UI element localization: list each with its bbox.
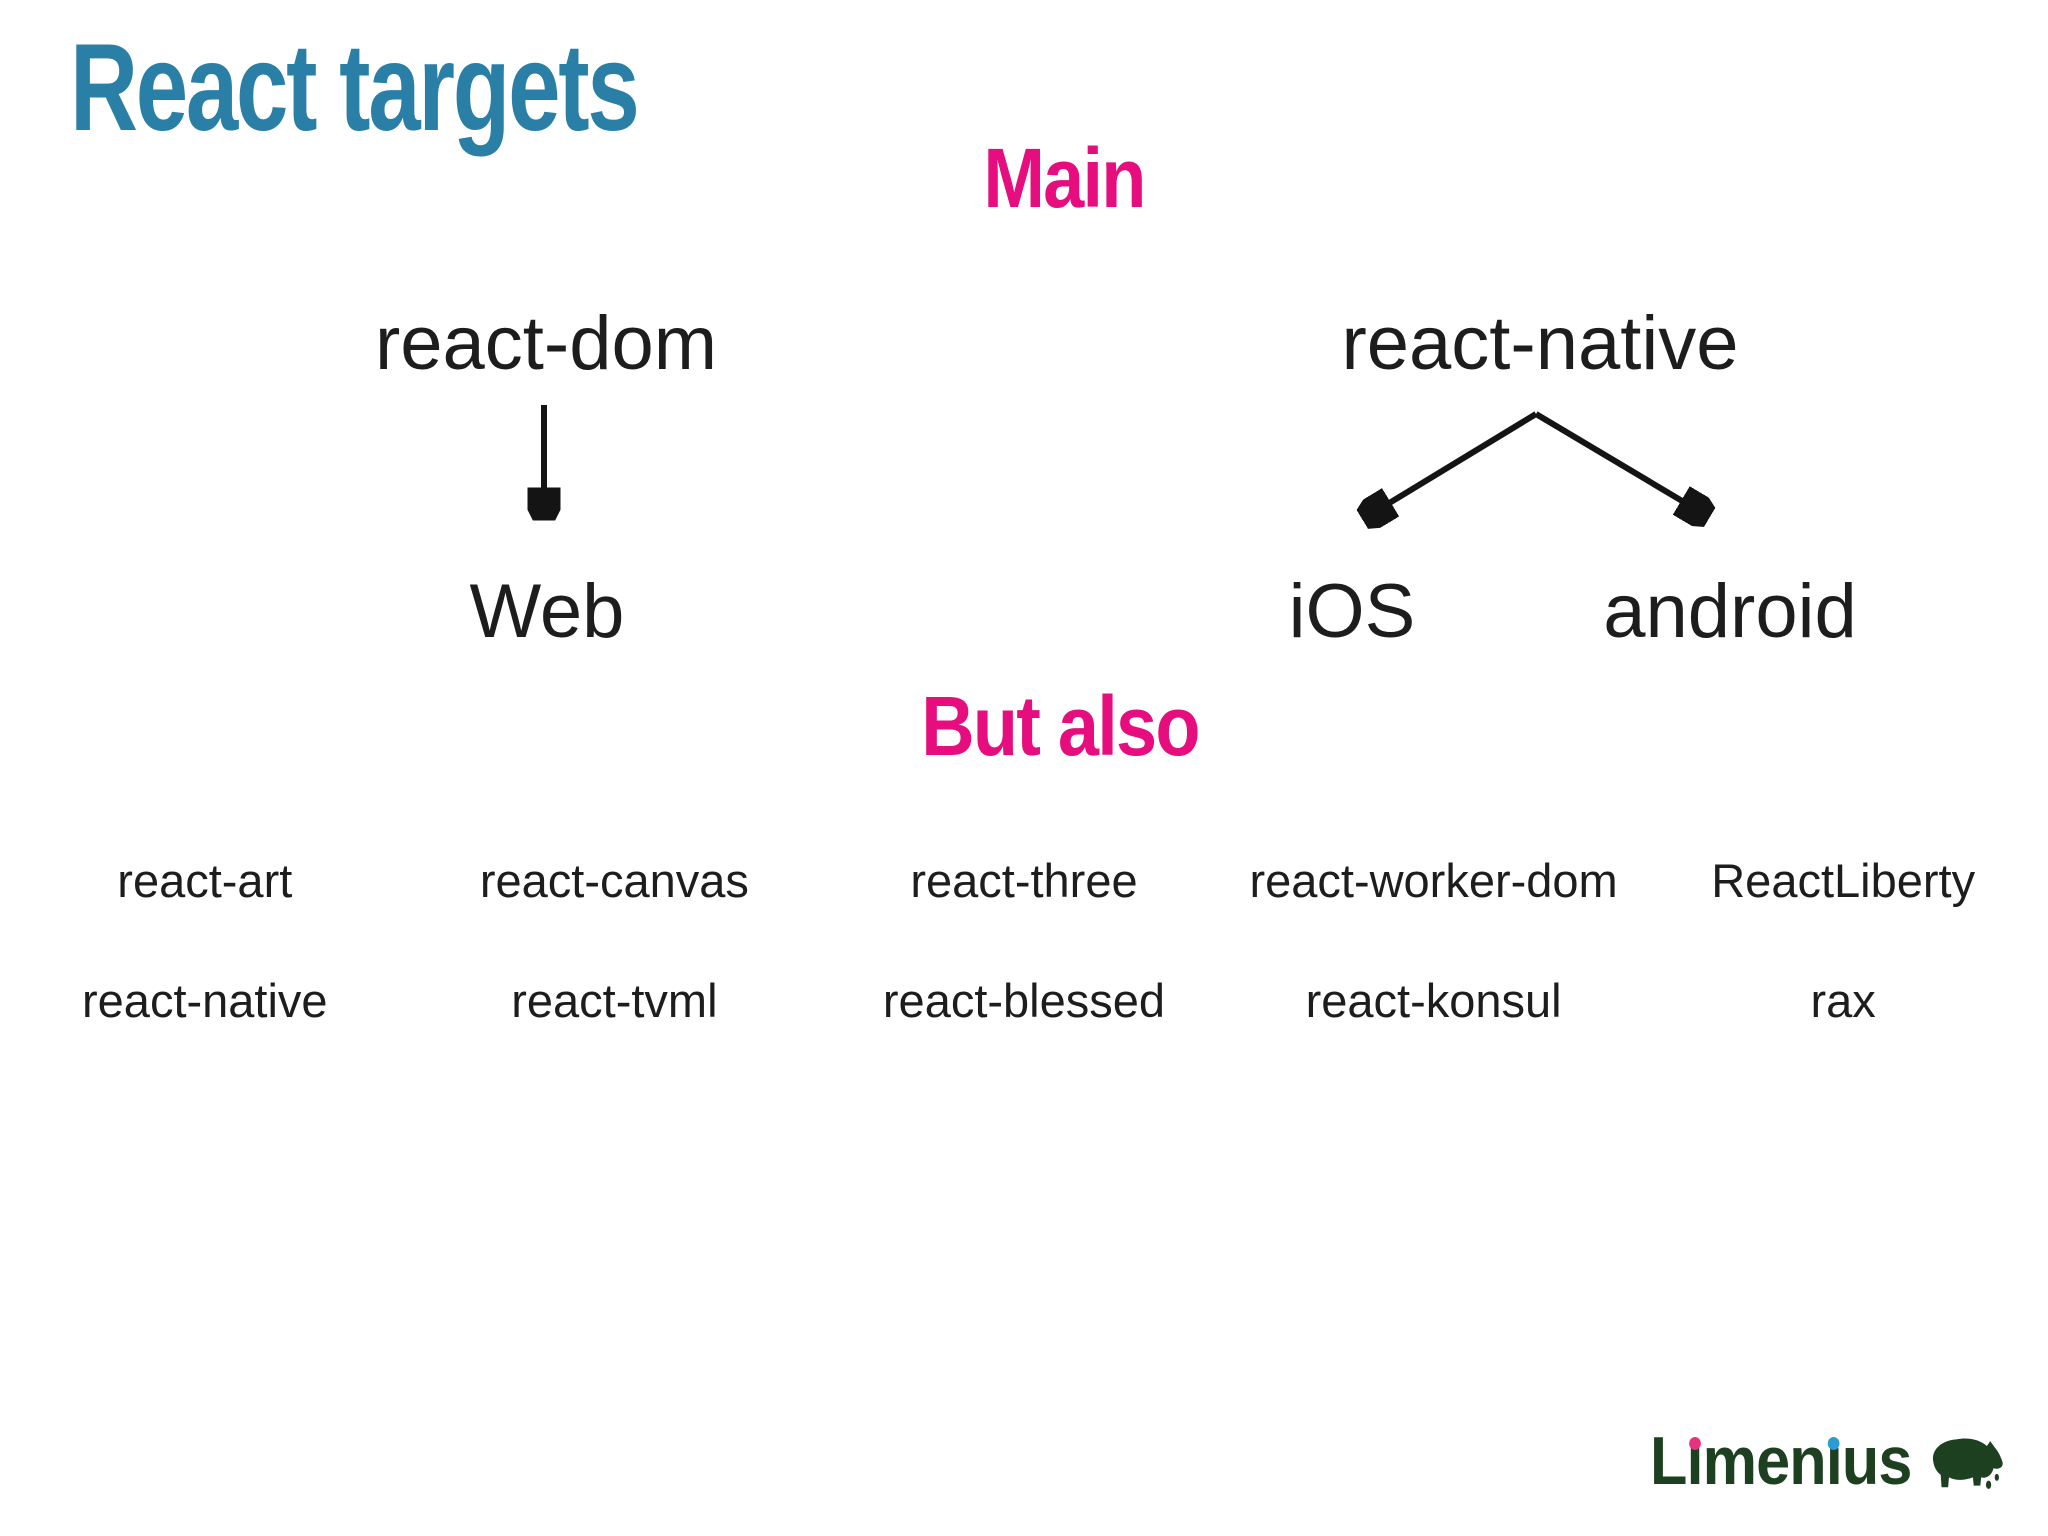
- boar-icon: [1932, 1438, 2003, 1489]
- but-also-section-label: But also: [921, 679, 1200, 773]
- logo-text-part: us: [1841, 1423, 1913, 1499]
- library-item: rax: [1810, 974, 1876, 1027]
- logo-i-pink: ı: [1686, 1423, 1703, 1499]
- library-grid-row-2: react-native react-tvml react-blessed re…: [0, 970, 2048, 1031]
- logo-text-part: ı: [1825, 1423, 1843, 1499]
- library-item: react-konsul: [1305, 974, 1562, 1027]
- library-item: react-tvml: [511, 974, 718, 1027]
- logo-dot-blue: [1827, 1437, 1840, 1450]
- tree-node-react-dom: react-dom: [374, 301, 718, 386]
- tree-node-web: Web: [469, 569, 625, 654]
- library-item: react-native: [82, 974, 328, 1027]
- library-grid-row-1: react-art react-canvas react-three react…: [0, 850, 2048, 911]
- logo-dot-pink: [1688, 1437, 1701, 1450]
- library-item: react-canvas: [479, 854, 749, 907]
- logo-text-part: ı: [1686, 1423, 1703, 1499]
- library-item: react-art: [117, 854, 293, 907]
- tree-node-react-native: react-native: [1341, 301, 1739, 386]
- tree-node-android: android: [1603, 569, 1857, 654]
- main-section-label: Main: [983, 131, 1146, 225]
- branch-arrow-left-icon: [1368, 411, 1538, 516]
- library-item: react-three: [910, 854, 1138, 907]
- tree-node-ios: iOS: [1288, 569, 1416, 654]
- slide-title: React targets: [70, 19, 640, 157]
- library-item: ReactLiberty: [1711, 854, 1976, 907]
- library-item: react-blessed: [882, 974, 1166, 1027]
- branch-arrow-right-icon: [1534, 411, 1704, 514]
- logo-text-part: men: [1702, 1423, 1827, 1499]
- logo-text-part: L: [1650, 1423, 1687, 1499]
- logo-i-blue: ı: [1825, 1423, 1843, 1499]
- library-item: react-worker-dom: [1249, 854, 1618, 907]
